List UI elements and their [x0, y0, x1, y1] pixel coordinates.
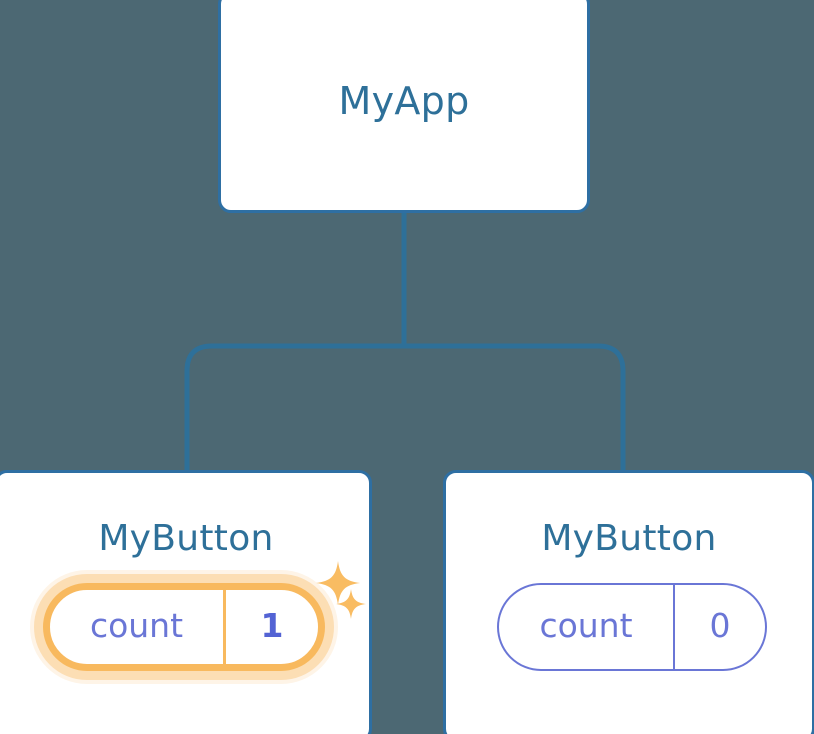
state-divider-left [223, 590, 226, 664]
connector-bus [184, 343, 626, 480]
state-pill-right[interactable]: count 0 [497, 583, 767, 671]
node-mybutton-right[interactable]: MyButton count 0 [443, 470, 814, 734]
node-myapp[interactable]: MyApp [218, 0, 590, 213]
state-value-right: 0 [709, 606, 731, 645]
state-pill-right-wrap: count 0 [497, 583, 767, 671]
node-mybutton-left[interactable]: MyButton count 1 [0, 470, 372, 734]
state-pill-left[interactable]: count 1 [43, 583, 325, 671]
state-pill-left-wrap: count 1 [43, 583, 325, 671]
state-value-left: 1 [260, 606, 284, 645]
state-key-right: count [539, 606, 633, 645]
node-myapp-title: MyApp [338, 79, 470, 123]
node-mybutton-right-title: MyButton [541, 518, 717, 559]
state-key-left: count [89, 606, 184, 645]
node-mybutton-left-title: MyButton [98, 518, 274, 559]
state-divider-right [673, 585, 675, 669]
